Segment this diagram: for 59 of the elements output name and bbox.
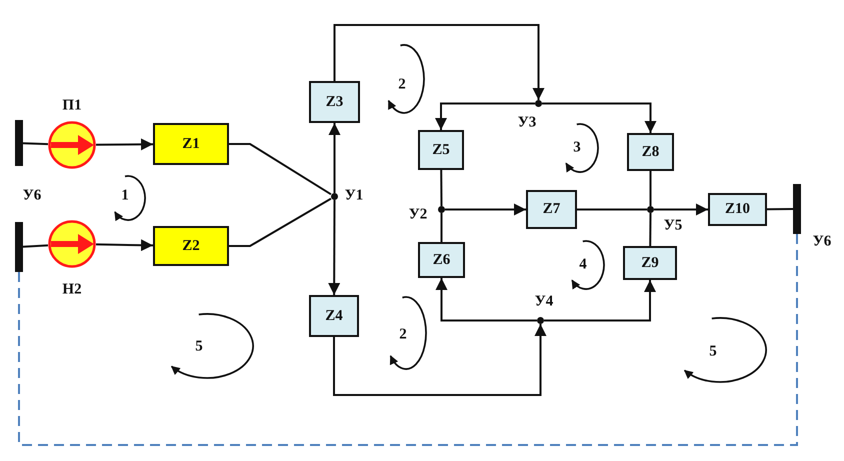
loop-number: 5	[709, 344, 717, 360]
impedance-box: Z7	[526, 190, 577, 229]
arrow	[328, 123, 340, 193]
loop-number: 1	[121, 188, 129, 204]
impedance-box: Z3	[309, 81, 360, 123]
arrow	[333, 324, 546, 396]
node-label: У6	[812, 234, 832, 250]
junction-dot	[647, 206, 654, 213]
arrow	[96, 138, 154, 150]
arrow	[334, 24, 544, 100]
impedance-box: Z8	[627, 133, 674, 171]
wire	[650, 171, 652, 206]
loop-number: 5	[195, 340, 203, 354]
impedance-box: Z6	[418, 242, 465, 278]
loop-number: 4	[579, 258, 587, 272]
wire	[22, 244, 48, 248]
bus-bar	[15, 120, 23, 166]
arrow	[435, 102, 535, 130]
arrow	[544, 280, 656, 322]
junction-dot	[537, 317, 544, 324]
impedance-box: Z10	[708, 193, 767, 226]
wire	[440, 170, 442, 206]
bus-bar	[793, 184, 801, 234]
node-label: У3	[518, 116, 536, 130]
junction-dot	[535, 100, 542, 107]
node-label: У1	[344, 188, 364, 204]
arrow	[436, 278, 537, 322]
wire	[229, 198, 332, 247]
loop-number: 3	[573, 140, 581, 156]
wire	[22, 142, 48, 146]
node-label: У6	[22, 188, 42, 204]
arrow	[445, 204, 526, 216]
loop-number: 2	[398, 78, 406, 92]
source-symbol	[48, 121, 96, 169]
node-label: У5	[664, 218, 682, 234]
arrow	[328, 200, 340, 295]
node-label: У2	[408, 208, 428, 222]
impedance-box: Z9	[623, 246, 677, 280]
junction-dot	[438, 206, 445, 213]
node-label: У4	[534, 294, 554, 310]
junction-dot	[331, 193, 338, 200]
impedance-box: Z1	[153, 123, 229, 165]
bus-bar	[15, 222, 23, 272]
impedance-box: Z4	[309, 295, 359, 337]
wire	[229, 143, 332, 196]
dashed-line	[18, 234, 798, 446]
node-label: Н2	[62, 282, 82, 298]
wire	[440, 213, 442, 242]
arrow	[542, 102, 656, 133]
wire	[766, 208, 794, 210]
arrow	[96, 239, 154, 252]
wire	[649, 212, 652, 246]
source-symbol	[48, 220, 96, 268]
wire	[577, 208, 647, 210]
impedance-box: Z2	[153, 226, 229, 266]
loop-number: 2	[399, 328, 407, 342]
node-label: П1	[62, 98, 82, 114]
arrow	[654, 204, 708, 216]
impedance-box: Z5	[418, 130, 464, 170]
